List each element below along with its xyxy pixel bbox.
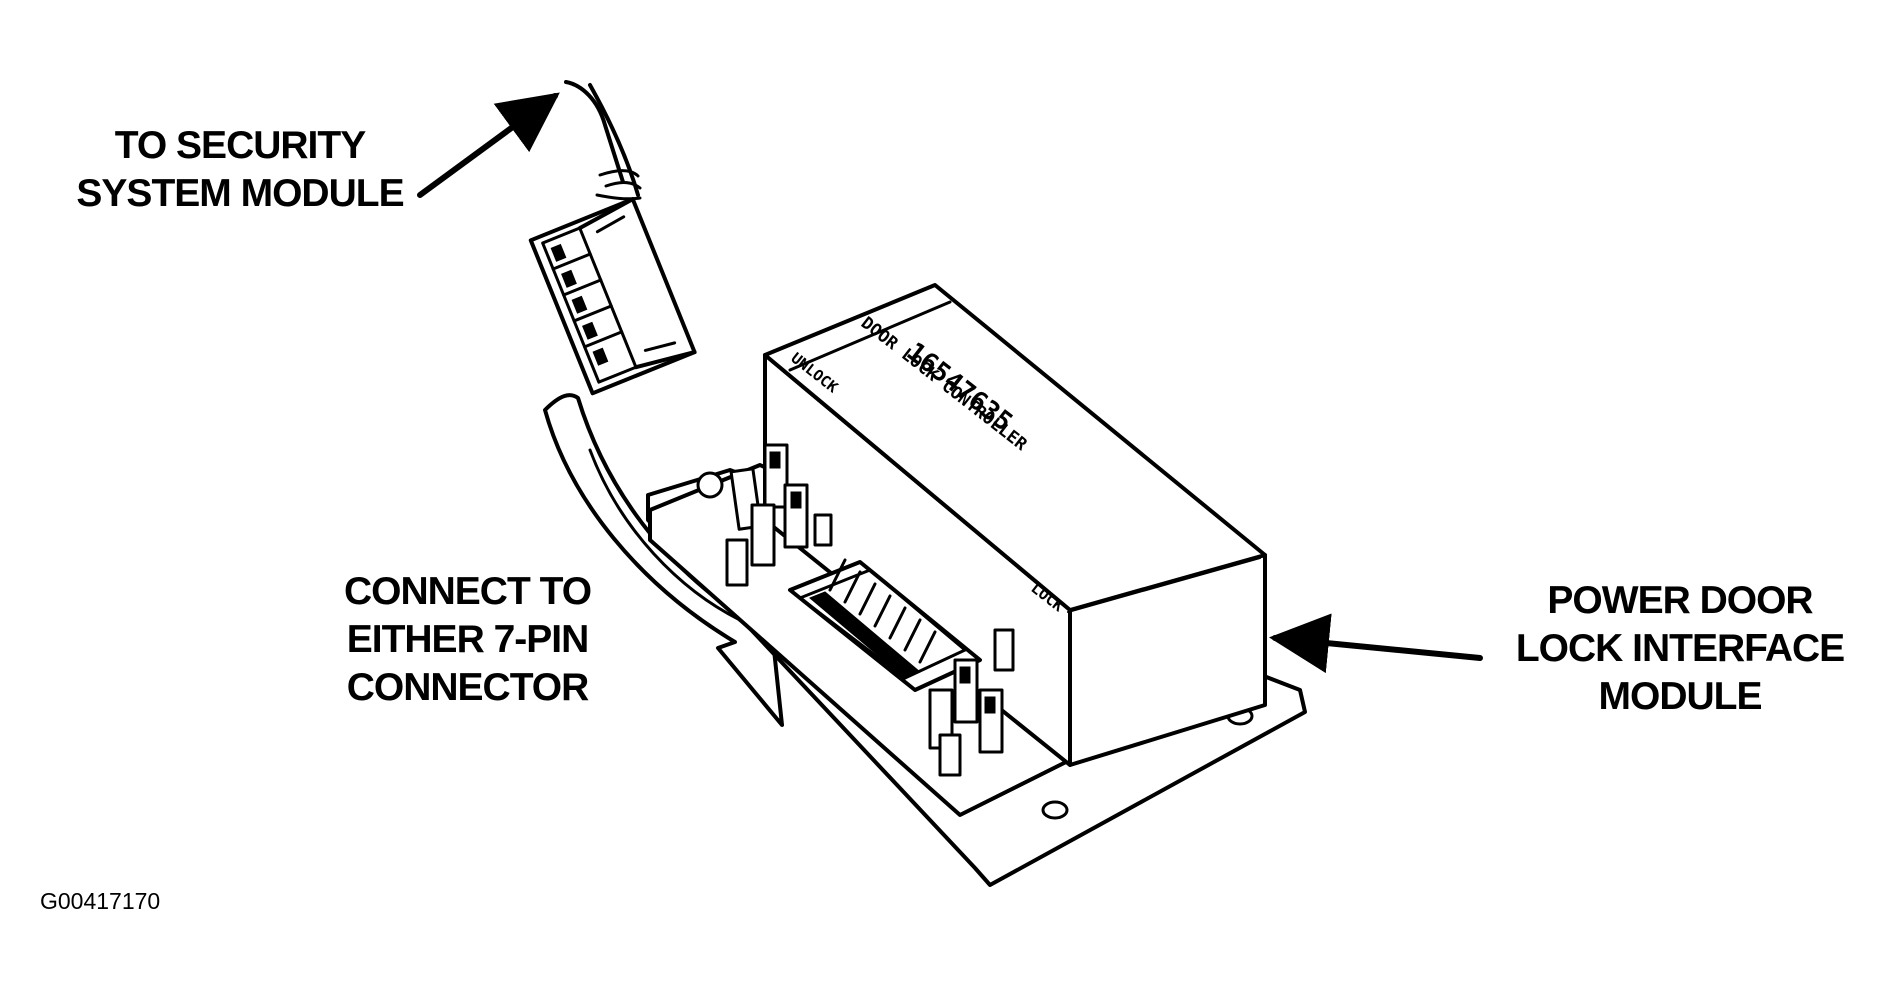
figure-id-label: G00417170 <box>40 888 161 914</box>
power-door-lock-module: 16547635 DOOR LOCK CONTROLLER UNLOCK LOC… <box>646 283 1307 887</box>
pdl-label-line-3: MODULE <box>1598 675 1763 718</box>
connect-label-line-2: EITHER 7-PIN <box>346 618 590 661</box>
pdl-label-line-2: LOCK INTERFACE <box>1515 627 1845 670</box>
lock-terminals <box>928 628 1015 777</box>
security-label-line-1: TO SECURITY <box>114 124 366 167</box>
security-harness-cable <box>564 80 642 201</box>
security-label-line-2: SYSTEM MODULE <box>76 172 404 215</box>
security-system-module-label: TO SECURITY SYSTEM MODULE <box>30 122 450 218</box>
harness-connector-plug <box>528 197 697 396</box>
connect-instruction-label: CONNECT TO EITHER 7-PIN CONNECTOR <box>305 568 630 712</box>
power-door-lock-module-label: POWER DOOR LOCK INTERFACE MODULE <box>1500 577 1860 721</box>
connect-label-line-3: CONNECTOR <box>346 666 590 709</box>
pdl-label-line-1: POWER DOOR <box>1547 579 1813 622</box>
module-leader-arrow <box>1269 613 1483 674</box>
connect-curved-arrow <box>543 393 784 727</box>
unlock-terminals <box>696 443 833 587</box>
security-leader-arrow <box>417 92 560 198</box>
seven-pin-header <box>788 558 982 692</box>
connect-label-line-1: CONNECT TO <box>343 570 592 613</box>
